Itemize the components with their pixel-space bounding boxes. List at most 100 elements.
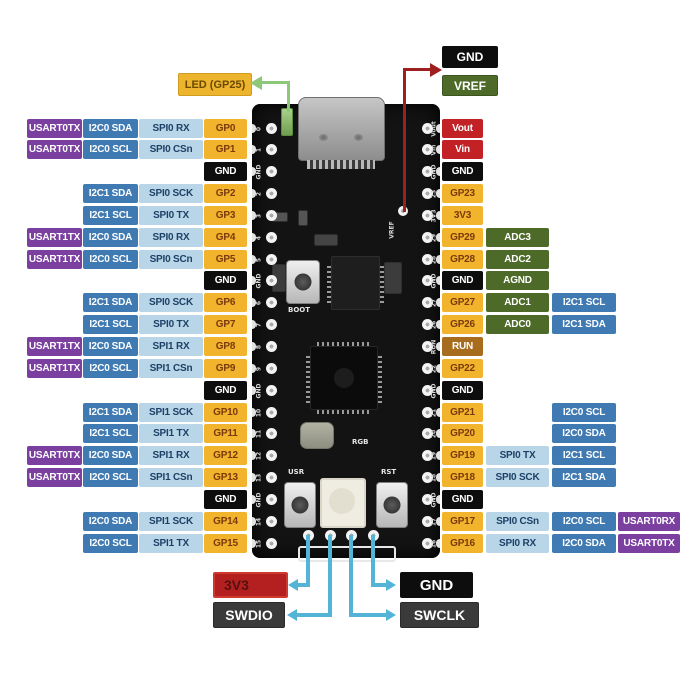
pin-label-gnd: GND	[204, 271, 247, 290]
castellated-pad	[252, 124, 256, 133]
usr-button-cap	[291, 496, 309, 514]
silkscreen-pin-label: 3V3	[430, 209, 438, 222]
pin-hole	[421, 516, 433, 527]
pin-label-i2c1-scl: I2C1 SCL	[552, 293, 616, 312]
pin-label-i2c1-sda: I2C1 SDA	[83, 293, 138, 312]
pin-label-spi1-rx: SPI1 RX	[139, 337, 203, 356]
silkscreen-pin-label: 3	[255, 213, 263, 218]
pin-label-gnd: GND	[204, 490, 247, 509]
smd-component	[314, 234, 338, 246]
pin-label-spi0-sck: SPI0 SCK	[139, 184, 203, 203]
rst-button[interactable]	[376, 482, 408, 528]
silkscreen-pin-label: 13	[255, 473, 263, 482]
pin-label-spi1-sck: SPI1 SCK	[139, 403, 203, 422]
pin-label-usart1tx: USART1TX	[27, 250, 82, 269]
castellated-pad	[436, 124, 440, 133]
castellated-pad	[436, 495, 440, 504]
blue-arrowhead-3v3	[288, 579, 298, 591]
pin-hole	[421, 297, 433, 308]
pin-hole	[265, 319, 277, 330]
castellated-pad	[252, 298, 256, 307]
pin-hole	[421, 363, 433, 374]
chip-pins	[380, 263, 384, 303]
silkscreen-pin-label: 21	[430, 408, 438, 417]
pin-label-i2c0-scl: I2C0 SCL	[83, 250, 138, 269]
pin-label-3v3: 3V3	[442, 206, 483, 225]
green-arrow-line	[261, 81, 290, 84]
pin-hole	[421, 450, 433, 461]
pin-hole	[421, 428, 433, 439]
silkscreen-pin-label: GND	[430, 492, 438, 507]
pin-label-spi0-sck: SPI0 SCK	[486, 468, 549, 487]
silkscreen-pin-label: 14	[255, 517, 263, 526]
silkscreen-pin-label: 29	[430, 233, 438, 242]
pin-label-i2c1-scl: I2C1 SCL	[83, 315, 138, 334]
castellated-pad	[436, 429, 440, 438]
pin-label-spi0-rx: SPI0 RX	[139, 228, 203, 247]
silkscreen-pin-label: Vout	[430, 120, 438, 137]
blue-arrowhead-gnd	[386, 579, 396, 591]
pin-label-usart0tx: USART0TX	[27, 468, 82, 487]
pin-label-gnd: GND	[442, 271, 483, 290]
pin-hole	[265, 210, 277, 221]
usr-label: USR	[288, 468, 305, 476]
red-arrowhead	[430, 63, 442, 77]
swclk-callout: SWCLK	[400, 602, 479, 628]
castellated-pad	[252, 408, 256, 417]
usb-c-connector	[298, 97, 385, 169]
pin-label-agnd: AGND	[486, 271, 549, 290]
pin-label-spi0-tx: SPI0 TX	[139, 315, 203, 334]
pin-label-spi0-tx: SPI0 TX	[139, 206, 203, 225]
blue-arrow-line-swdio	[328, 535, 332, 617]
led-gp25-callout: LED (GP25)	[178, 73, 252, 96]
chip-pins	[378, 353, 382, 403]
pin-label-spi1-csn: SPI1 CSn	[139, 359, 203, 378]
castellated-pad	[252, 495, 256, 504]
pin-hole	[421, 210, 433, 221]
silkscreen-pin-label: GND	[255, 492, 263, 507]
blue-arrow-line-gnd	[373, 583, 387, 587]
boot-button[interactable]	[286, 260, 320, 304]
silkscreen-pin-label: 15	[255, 539, 263, 548]
mcu-board: BOOT RGB USR RST	[252, 97, 440, 562]
castellated-pad	[436, 451, 440, 460]
pin-hole	[421, 123, 433, 134]
pin-label-usart0tx: USART0TX	[27, 140, 82, 159]
pin-label-gp17: GP17	[442, 512, 483, 531]
rp2040-chip	[306, 342, 382, 414]
pin-label-i2c1-scl: I2C1 SCL	[552, 446, 616, 465]
pin-label-usart1tx: USART1TX	[27, 359, 82, 378]
blue-arrow-line-swclk	[351, 613, 387, 617]
pin-label-i2c0-sda: I2C0 SDA	[83, 512, 138, 531]
smd-component	[298, 210, 308, 226]
led-gp25	[281, 108, 293, 136]
usb-dimple	[354, 134, 363, 141]
pin-label-i2c0-sda: I2C0 SDA	[83, 119, 138, 138]
pin-hole	[265, 188, 277, 199]
pin-hole	[265, 538, 277, 549]
castellated-pad	[252, 539, 256, 548]
pin-label-spi0-rx: SPI0 RX	[139, 119, 203, 138]
castellated-pad	[252, 189, 256, 198]
pin-hole	[421, 538, 433, 549]
usr-button[interactable]	[284, 482, 316, 528]
silkscreen-pin-label: GND	[255, 164, 263, 179]
castellated-pad	[436, 539, 440, 548]
pin-label-gp1: GP1	[204, 140, 247, 159]
green-arrowhead	[250, 76, 262, 90]
pin-label-spi1-csn: SPI1 CSn	[139, 468, 203, 487]
silkscreen-pin-label: 5	[255, 257, 263, 262]
debug-header-outline	[298, 546, 396, 562]
vref-callout: VREF	[442, 75, 498, 96]
chip-logo	[334, 368, 354, 388]
pin-label-gp9: GP9	[204, 359, 247, 378]
pin-hole	[421, 472, 433, 483]
pin-label-spi1-tx: SPI1 TX	[139, 424, 203, 443]
pin-hole	[421, 188, 433, 199]
pin-label-gnd: GND	[442, 162, 483, 181]
silkscreen-pin-label: 2	[255, 191, 263, 196]
red-arrow-line	[403, 68, 431, 71]
pin-label-i2c1-scl: I2C1 SCL	[83, 206, 138, 225]
castellated-pad	[252, 517, 256, 526]
pin-label-i2c0-scl: I2C0 SCL	[83, 468, 138, 487]
